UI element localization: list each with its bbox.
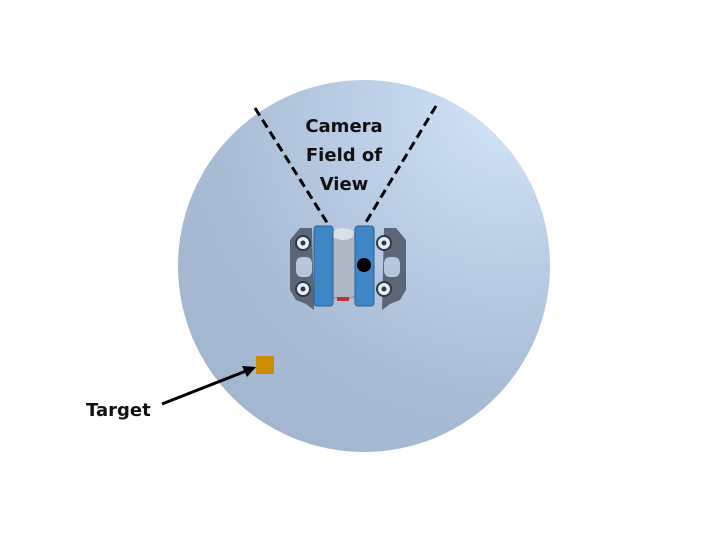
fov-label-line-1: Camera	[305, 116, 383, 137]
thruster-icon	[295, 235, 392, 297]
target-label: Target	[86, 400, 151, 421]
target-arrow	[161, 369, 247, 406]
fov-label: Camera Field of View	[284, 112, 404, 199]
rov-icon	[290, 225, 406, 310]
camera-icon	[357, 258, 371, 272]
target-marker	[256, 356, 274, 374]
fov-right-line	[358, 105, 438, 233]
arrowhead-icon	[242, 366, 256, 377]
fov-label-line-3: View	[319, 174, 369, 195]
fov-left-line	[253, 107, 335, 233]
fov-label-line-2: Field of	[305, 145, 383, 166]
